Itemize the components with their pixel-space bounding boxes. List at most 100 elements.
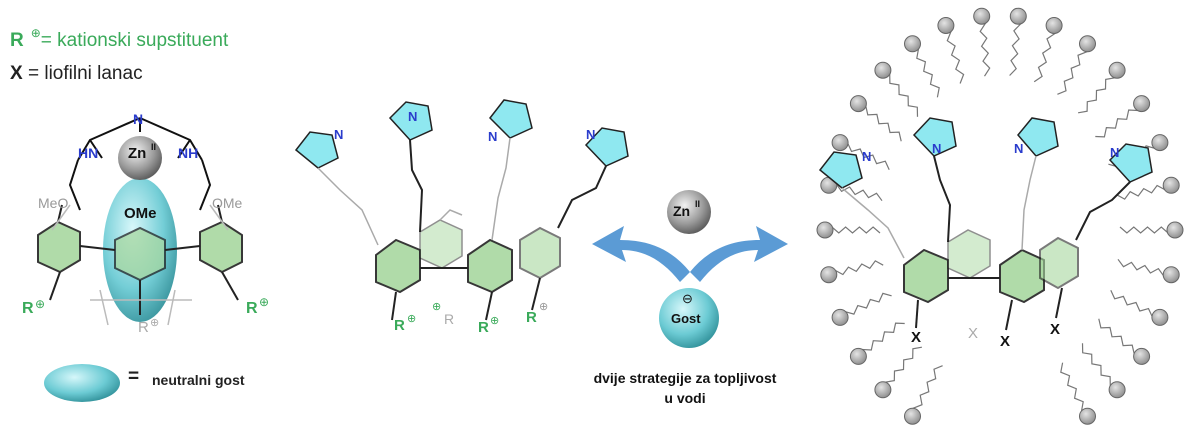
n-mid-3: N	[488, 129, 498, 144]
r-mid-2: R	[444, 311, 455, 327]
r-left-plus: ⊕	[35, 297, 46, 311]
n-mid-2: N	[408, 109, 418, 124]
legend-r-text: = kationski supstituent	[40, 30, 229, 51]
polar-head-sphere	[1162, 266, 1180, 284]
polar-head-sphere	[1151, 134, 1169, 152]
neutral-guest-label: neutralni gost	[152, 372, 245, 388]
meo-left-label: MeO	[38, 195, 69, 211]
left-back-bonds	[51, 204, 229, 326]
n-right-4: N	[1110, 145, 1120, 160]
ome-right-label: OMe	[212, 195, 243, 211]
polar-head-sphere	[1162, 176, 1180, 194]
lipophilic-tail	[979, 15, 991, 77]
cation-plus-icon: ⊕	[30, 26, 41, 40]
zinc-sphere	[118, 136, 162, 180]
n-mid-4: N	[586, 127, 596, 142]
nh-label: NH	[178, 145, 199, 161]
guest-minus: ⊖	[682, 291, 693, 306]
polar-head-sphere	[1108, 381, 1126, 399]
polar-head-sphere	[1133, 347, 1151, 365]
strategy-line-1: dvije strategije za topljivost	[593, 370, 777, 386]
left-arenes	[37, 204, 243, 315]
lipophilic-tail	[1009, 16, 1022, 76]
lipophilic-tail	[1116, 184, 1172, 200]
r-left-label: R	[22, 300, 34, 317]
polar-head-sphere	[1108, 61, 1126, 79]
r-mid-1: R	[394, 317, 405, 334]
polar-head-sphere	[831, 134, 849, 152]
polar-head-sphere	[874, 381, 892, 399]
lipophilic-tail	[857, 322, 905, 357]
polar-head-sphere	[820, 266, 838, 284]
middle-calixarene	[294, 99, 629, 294]
anionic-guest-sphere	[659, 288, 719, 348]
lipophilic-tail	[911, 365, 943, 417]
r-mid-1-plus: ⊕	[407, 313, 417, 325]
lipophilic-tail	[945, 25, 965, 84]
polar-head-sphere	[1079, 407, 1096, 425]
polar-head-sphere	[1151, 308, 1169, 326]
polar-head-sphere	[849, 347, 867, 365]
polar-head-sphere	[1166, 221, 1184, 239]
n-right-2: N	[932, 141, 942, 156]
lipophilic-tail	[882, 346, 923, 390]
x-right-2: X	[968, 325, 979, 342]
ome-center-label: OMe	[124, 205, 157, 222]
lipophilic-tail	[912, 43, 940, 98]
left-complex	[68, 117, 212, 211]
guest-label: Gost	[671, 311, 701, 326]
polar-head-sphere	[904, 407, 921, 425]
x-right-3: X	[1000, 333, 1011, 350]
lipophilic-tail	[824, 226, 881, 234]
lipophilic-tail	[1110, 290, 1160, 318]
lipophilic-tail	[1057, 43, 1089, 95]
micelle-shell	[816, 7, 1184, 425]
x-right-4: X	[1050, 321, 1061, 338]
n-right-3: N	[1014, 141, 1024, 156]
lipophilic-tail	[1119, 226, 1176, 234]
n-apex-label: N	[133, 111, 144, 127]
strategy-arrows	[592, 226, 788, 282]
polar-head-sphere	[874, 61, 892, 79]
zinc-reagent-sphere	[667, 190, 711, 234]
lipophilic-tail	[1117, 258, 1172, 277]
polar-head-sphere	[904, 35, 921, 53]
polar-head-sphere	[973, 7, 991, 25]
lipophilic-tail	[1081, 343, 1118, 391]
legend-x-line: X = liofilni lanac	[10, 63, 143, 85]
r-mid-2-plus: ⊕	[432, 301, 442, 313]
right-back-linkers	[841, 155, 1037, 259]
zn-reagent-sup: II	[695, 199, 701, 209]
lipophilic-tail	[839, 292, 892, 318]
r-right-label: R	[246, 300, 258, 317]
lipophilic-tail	[858, 103, 902, 142]
x-right-1: X	[911, 329, 922, 346]
legend-r-symbol: R	[10, 30, 24, 51]
neutral-guest-equals: =	[128, 366, 140, 387]
n-mid-1: N	[334, 127, 344, 142]
right-linkers	[915, 155, 1131, 331]
polar-head-sphere	[1009, 7, 1027, 25]
lipophilic-tail	[828, 183, 883, 202]
r-bottom-label: R	[138, 319, 149, 336]
r-mid-3: R	[478, 319, 489, 336]
legend-r-line: R ⊕= kationski supstituent	[10, 26, 229, 52]
zn-label: Zn	[128, 145, 147, 162]
polar-head-sphere	[849, 95, 867, 113]
right-calixarene	[818, 117, 1153, 304]
r-mid-3-plus: ⊕	[490, 315, 500, 327]
polar-head-sphere	[831, 308, 849, 326]
legend-x-text: = liofilni lanac	[27, 63, 143, 84]
strategy-caption: dvije strategije za topljivost u vodi	[550, 368, 820, 408]
lipophilic-tail	[1033, 25, 1056, 83]
zn-sup-label: II	[151, 142, 157, 152]
lipophilic-tail	[1077, 70, 1118, 114]
lipophilic-tail	[1060, 362, 1088, 417]
lipophilic-tail	[828, 260, 884, 276]
polar-head-sphere	[1045, 17, 1063, 34]
n-right-1: N	[862, 149, 872, 164]
neutral-guest-legend-icon	[44, 364, 120, 402]
lipophilic-tail	[1095, 103, 1143, 138]
